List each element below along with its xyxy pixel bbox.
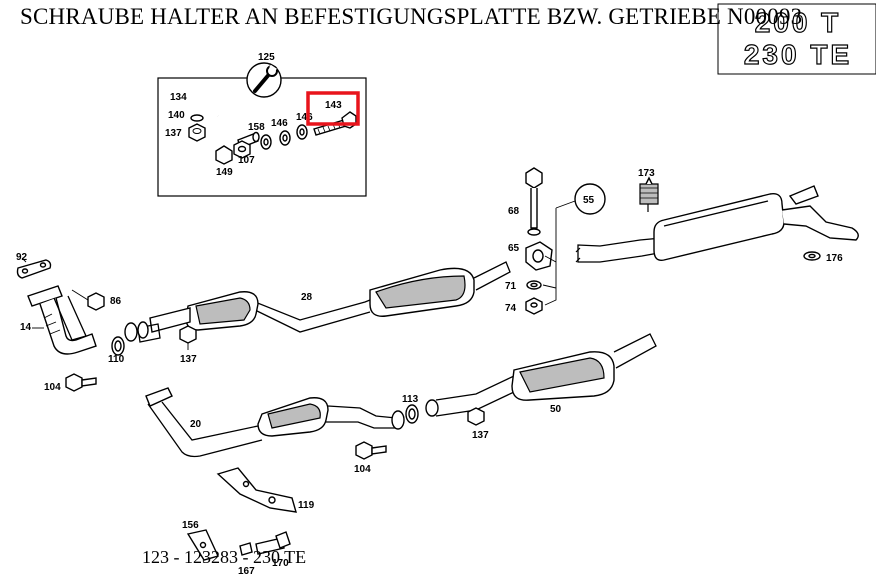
- label-110: 110: [108, 354, 125, 365]
- rear-muffler: [575, 185, 859, 263]
- label-20: 20: [190, 419, 202, 430]
- label-156: 156: [182, 520, 199, 531]
- badge-line2: 230 TE: [744, 39, 852, 70]
- label-113: 113: [402, 394, 419, 405]
- label-149: 149: [216, 167, 233, 178]
- badge-line1: 200 T: [755, 7, 842, 38]
- hanger-assembly: 68 65 71 74 55: [505, 167, 606, 315]
- label-158: 158: [248, 122, 265, 133]
- label-92: 92: [16, 252, 28, 263]
- label-137-kit: 137: [165, 128, 182, 139]
- part-156-bracket: 156: [182, 520, 219, 561]
- part-104-bolt-lower: 104: [354, 441, 387, 475]
- page-title: SCHRAUBE HALTER AN BEFESTIGUNGSPLATTE BZ…: [20, 4, 803, 29]
- label-125: 125: [258, 52, 275, 63]
- label-74: 74: [505, 303, 517, 314]
- part-173-rubber-hanger: 173: [638, 168, 659, 212]
- part-137-nut-lower: [467, 407, 485, 426]
- part-68-bolt-shank: [530, 188, 538, 229]
- label-65: 65: [508, 243, 520, 254]
- label-146-b: 146: [296, 112, 313, 123]
- label-104-lower: 104: [354, 464, 371, 475]
- label-119: 119: [298, 500, 315, 511]
- label-137-lower: 137: [472, 430, 489, 441]
- label-143: 143: [325, 100, 342, 111]
- lower-exhaust-line: 20 113 50: [145, 333, 657, 458]
- upper-exhaust-line: 28: [137, 261, 511, 343]
- diagram-caption: 123 - 123283 - 230 TE: [142, 547, 307, 567]
- model-badge: 200 T 230 TE: [717, 3, 876, 75]
- part-55-callout: [574, 183, 606, 215]
- label-137-upper: 137: [180, 354, 197, 365]
- part-104-bolt-upper: 104: [44, 373, 97, 393]
- label-55: 55: [583, 195, 595, 206]
- label-176: 176: [826, 253, 843, 264]
- label-14: 14: [20, 322, 32, 333]
- part-170-bolt: 167 170: [238, 531, 291, 577]
- label-140: 140: [168, 110, 185, 121]
- part-140-washer: [190, 114, 204, 122]
- label-146-a: 146: [271, 118, 288, 129]
- label-170: 170: [272, 558, 289, 569]
- label-167: 167: [238, 566, 255, 577]
- highlight-box-143: [306, 91, 360, 126]
- part-167-nut: [239, 542, 253, 556]
- label-28: 28: [301, 292, 313, 303]
- part-86-nut: [87, 292, 105, 311]
- wrench-icon: [253, 64, 278, 93]
- label-86: 86: [110, 296, 122, 307]
- part-68-bolt-head: [525, 167, 543, 189]
- label-134: 134: [170, 92, 187, 103]
- part-14-front-pipe: 14: [20, 285, 97, 355]
- label-104-upper: 104: [44, 382, 61, 393]
- label-107: 107: [238, 155, 255, 166]
- hardware-kit-box: 125 134 140 137 158 146 146: [157, 52, 367, 197]
- label-173: 173: [638, 168, 655, 179]
- part-149-nut: [215, 145, 233, 165]
- label-50: 50: [550, 404, 562, 415]
- part-119-bracket: 119: [216, 467, 315, 513]
- label-68: 68: [508, 206, 520, 217]
- label-71: 71: [505, 281, 517, 292]
- part-137-nut-upper: [179, 325, 197, 344]
- part-92-gasket: 92: [16, 252, 52, 279]
